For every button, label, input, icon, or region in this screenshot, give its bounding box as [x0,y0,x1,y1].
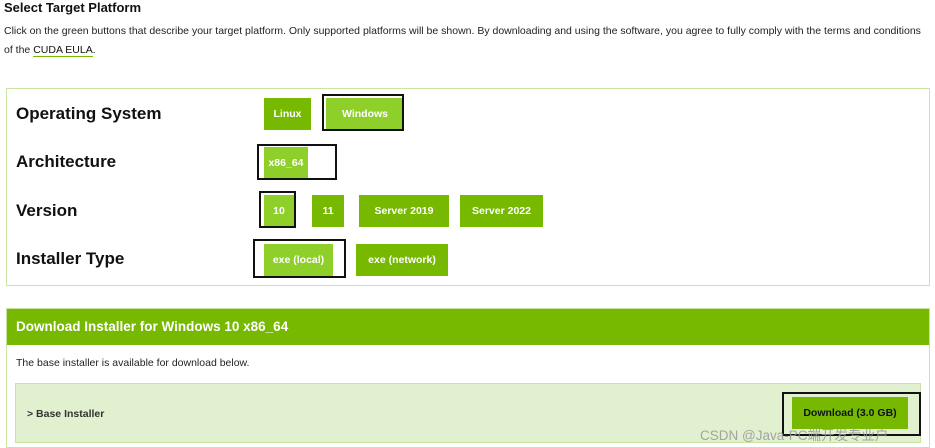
installer-highlight [253,239,346,278]
cuda-eula-link[interactable]: CUDA EULA [33,44,93,57]
section-title: Select Target Platform [4,0,142,15]
os-windows-button[interactable]: Windows [326,98,404,130]
version-label: Version [16,201,78,220]
arch-highlight [257,144,337,180]
os-label: Operating System [16,104,162,123]
version-server-2022-button[interactable]: Server 2022 [460,195,543,227]
arch-label: Architecture [16,152,117,171]
arch-x86-64-button[interactable]: x86_64 [264,147,308,179]
os-linux-button[interactable]: Linux [264,98,311,130]
installer-type-label: Installer Type [16,249,125,268]
platform-selector: Operating System Linux Windows Architect… [6,88,930,286]
watermark: CSDN @Java-PC端开发专业户 [700,428,889,443]
version-10-button[interactable]: 10 [264,195,294,227]
download-highlight [782,392,921,436]
version-11-button[interactable]: 11 [312,195,344,227]
base-installer-row[interactable]: > Base Installer Download (3.0 GB) [15,383,921,443]
download-button[interactable]: Download (3.0 GB) [792,397,908,429]
version-10-highlight [259,191,296,228]
base-installer-label[interactable]: > Base Installer [27,408,105,420]
version-server-2019-button[interactable]: Server 2019 [359,195,449,227]
os-windows-highlight [322,94,404,131]
download-panel: Download Installer for Windows 10 x86_64… [6,308,930,448]
download-header: Download Installer for Windows 10 x86_64 [7,309,929,345]
installer-exe-network-button[interactable]: exe (network) [356,244,448,276]
installer-exe-local-button[interactable]: exe (local) [264,244,333,276]
intro-text: Click on the green buttons that describe… [4,25,921,57]
download-description: The base installer is available for down… [16,357,250,369]
